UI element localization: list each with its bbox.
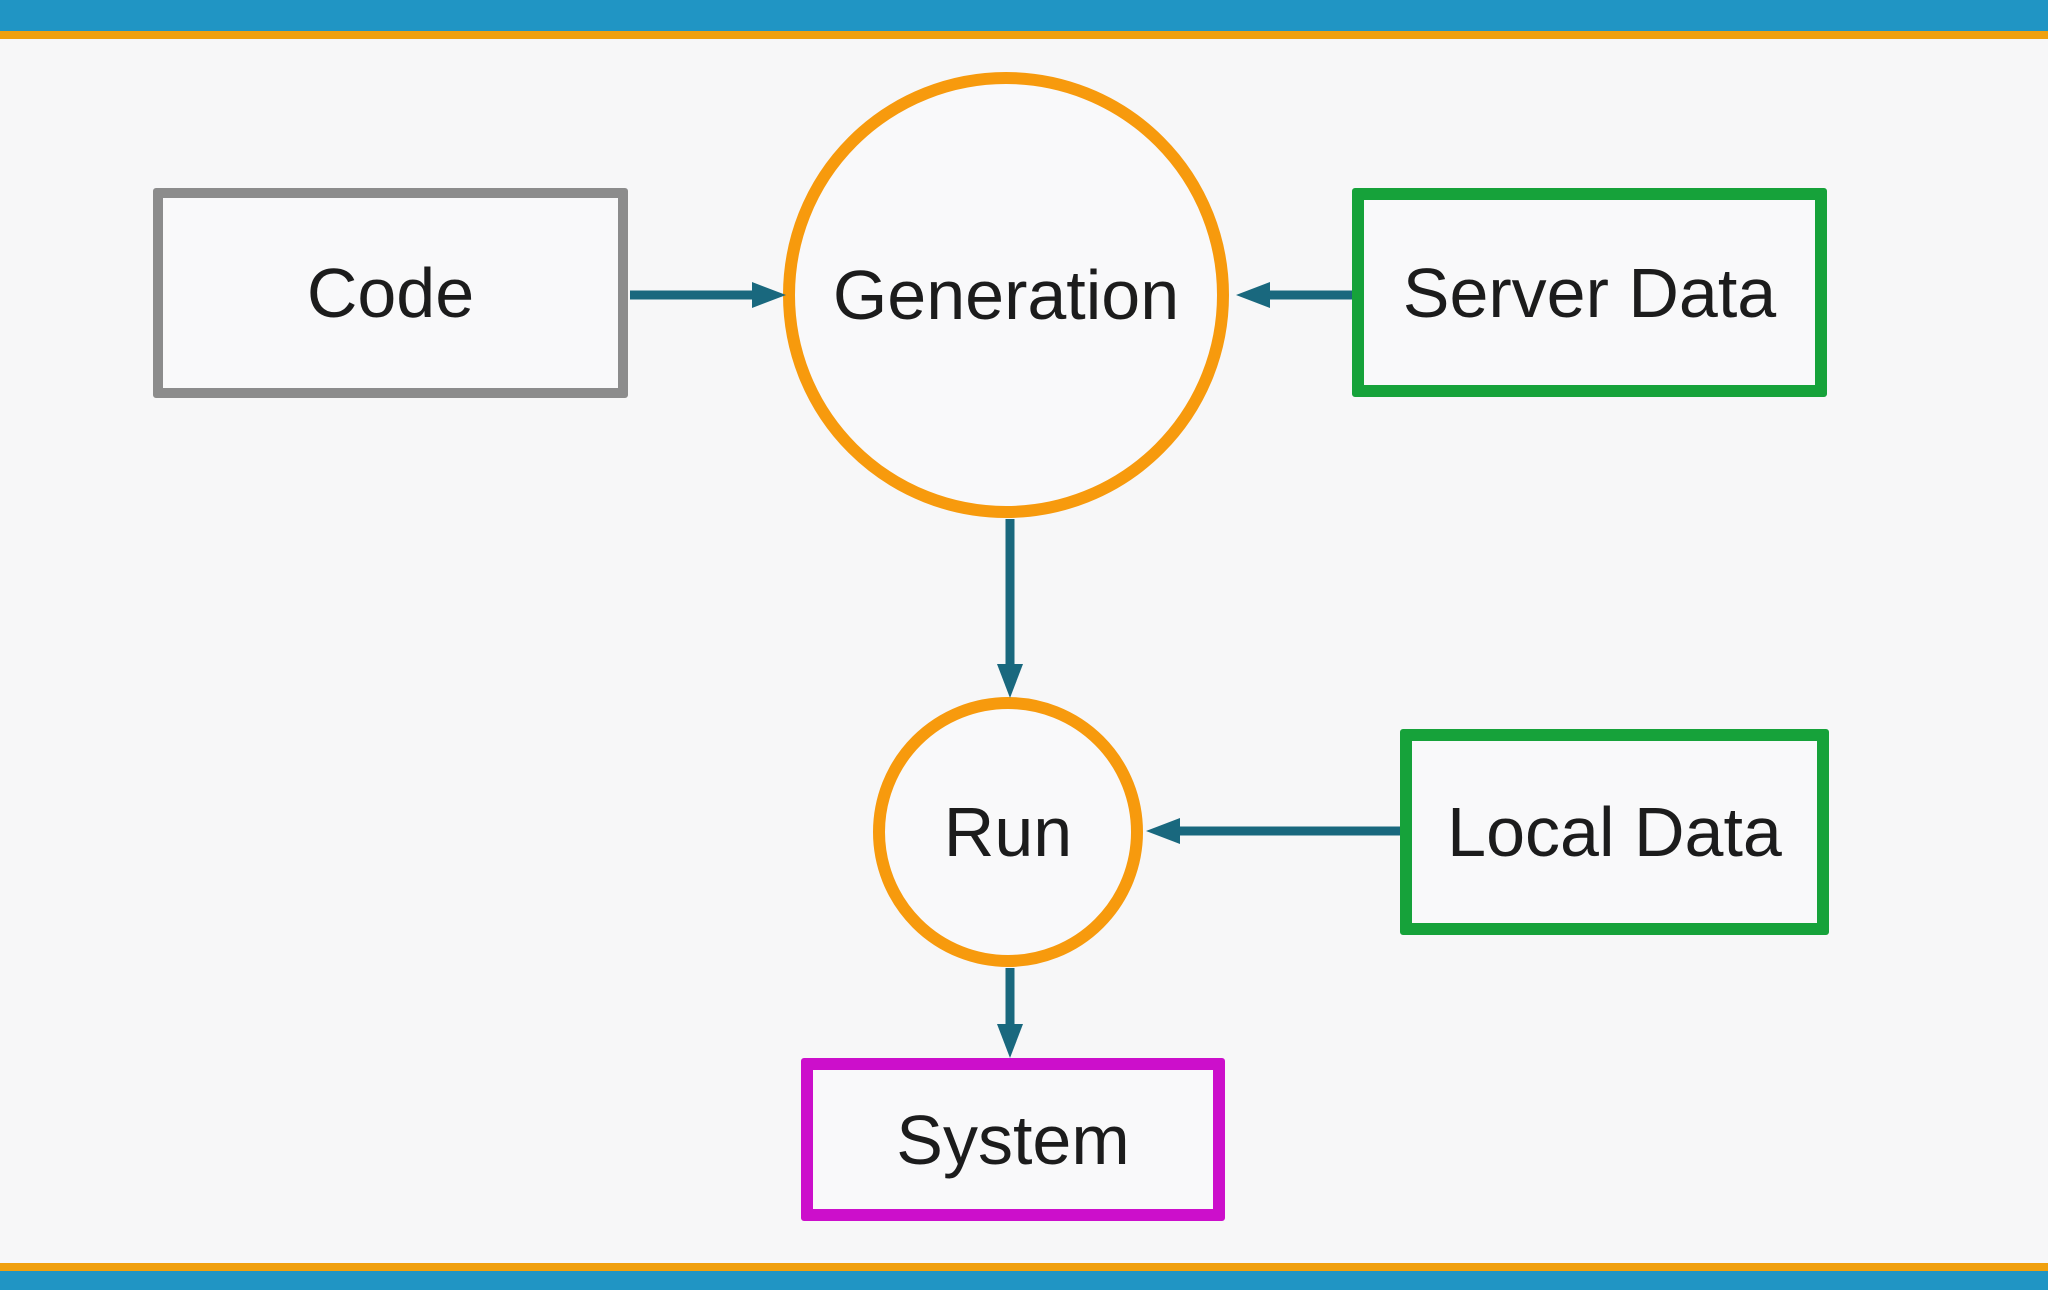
node-run-label: Run [943,793,1073,871]
node-run: Run [873,697,1143,967]
edge-code-to-generation [630,282,786,308]
node-code: Code [153,188,628,398]
top-accent-stripe [0,31,2048,39]
node-system-label: System [896,1100,1130,1179]
edge-local-data-to-run [1146,818,1400,844]
edge-run-to-system [997,968,1023,1058]
node-server-data: Server Data [1352,188,1827,397]
node-local-data: Local Data [1400,729,1829,935]
node-generation-label: Generation [832,256,1180,334]
edge-server-data-to-generation [1236,282,1352,308]
bottom-bar [0,1271,2048,1290]
node-generation: Generation [783,72,1229,518]
bottom-accent-stripe [0,1263,2048,1271]
top-bar [0,0,2048,31]
edge-generation-to-run [997,519,1023,698]
node-code-label: Code [306,254,475,332]
node-server-data-label: Server Data [1402,253,1777,332]
node-local-data-label: Local Data [1447,793,1782,871]
node-system: System [801,1058,1225,1221]
